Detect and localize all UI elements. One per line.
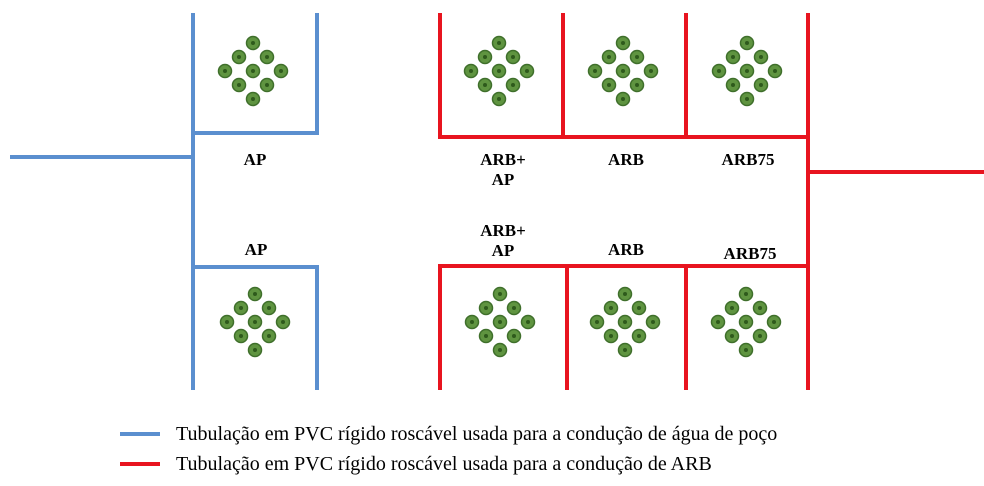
plant-center — [607, 83, 611, 87]
plant-center — [759, 55, 763, 59]
bed-label-bottom-arb75: ARB75 — [724, 244, 777, 264]
plant-center — [511, 83, 515, 87]
plant-center — [731, 55, 735, 59]
plant-center — [731, 83, 735, 87]
plant-center — [253, 292, 257, 296]
plant-center — [593, 69, 597, 73]
plant-center — [635, 83, 639, 87]
plant-center — [623, 320, 627, 324]
plant-center — [265, 83, 269, 87]
plant-center — [637, 334, 641, 338]
legend-text: Tubulação em PVC rígido roscável usada p… — [176, 453, 712, 475]
plant-center — [649, 69, 653, 73]
bed-label-line: ARB+ — [480, 221, 526, 240]
bed-label-top-ap: AP — [244, 150, 267, 170]
plant-center — [621, 69, 625, 73]
plant-center — [512, 334, 516, 338]
plant-center — [225, 320, 229, 324]
plant-center — [744, 320, 748, 324]
plant-center — [651, 320, 655, 324]
plant-center — [223, 69, 227, 73]
plant-center — [745, 97, 749, 101]
plant-center — [497, 97, 501, 101]
plant-center — [637, 306, 641, 310]
plant-center — [717, 69, 721, 73]
plant-center — [621, 97, 625, 101]
bed-label-line: AP — [244, 240, 268, 259]
bed-label-bottom-arb-ap: ARB+ AP — [480, 221, 526, 261]
bed-label-top-arb75: ARB75 — [722, 150, 775, 170]
plant-center — [730, 334, 734, 338]
plant-center — [526, 320, 530, 324]
plant-center — [239, 306, 243, 310]
plant-center — [744, 292, 748, 296]
plant-center — [484, 334, 488, 338]
plant-center — [469, 69, 473, 73]
plant-center — [744, 348, 748, 352]
plant-center — [730, 306, 734, 310]
plant-center — [470, 320, 474, 324]
legend-swatch-blue — [120, 432, 160, 436]
plant-center — [621, 41, 625, 45]
bed-label-line: AP — [243, 150, 267, 169]
plant-center — [716, 320, 720, 324]
plant-center — [758, 306, 762, 310]
plant-center — [251, 97, 255, 101]
plant-center — [623, 292, 627, 296]
legend-swatch-red — [120, 462, 160, 466]
plant-center — [237, 55, 241, 59]
bed-label-line: ARB75 — [721, 150, 775, 169]
plant-center — [281, 320, 285, 324]
plant-center — [267, 334, 271, 338]
plant-center — [745, 69, 749, 73]
plant-center — [484, 306, 488, 310]
plant-center — [251, 41, 255, 45]
bed-label-line: ARB75 — [723, 244, 777, 263]
plant-center — [237, 83, 241, 87]
plant-center — [265, 55, 269, 59]
plant-center — [758, 334, 762, 338]
plant-center — [759, 83, 763, 87]
bed-label-line: AP — [491, 241, 515, 260]
plant-center — [635, 55, 639, 59]
plant-center — [483, 55, 487, 59]
plant-center — [279, 69, 283, 73]
plant-center — [253, 320, 257, 324]
plant-center — [609, 306, 613, 310]
plant-center — [498, 348, 502, 352]
plant-center — [497, 41, 501, 45]
plant-center — [745, 41, 749, 45]
plant-center — [251, 69, 255, 73]
bed-label-line: ARB — [608, 240, 644, 259]
legend-text: Tubulação em PVC rígido roscável usada p… — [176, 423, 778, 445]
plant-center — [512, 306, 516, 310]
plant-center — [607, 55, 611, 59]
bed-label-bottom-ap: AP — [245, 240, 268, 260]
plant-center — [595, 320, 599, 324]
bed-label-top-arb-ap: ARB+ AP — [480, 150, 526, 190]
plant-center — [525, 69, 529, 73]
plant-center — [498, 320, 502, 324]
plant-center — [609, 334, 613, 338]
plant-center — [267, 306, 271, 310]
plant-center — [483, 83, 487, 87]
plant-center — [498, 292, 502, 296]
plant-center — [497, 69, 501, 73]
bed-label-line: ARB — [608, 150, 644, 169]
plant-center — [253, 348, 257, 352]
plant-center — [511, 55, 515, 59]
bed-label-line: AP — [491, 170, 515, 189]
plant-center — [772, 320, 776, 324]
plant-center — [239, 334, 243, 338]
bed-label-line: ARB+ — [480, 150, 526, 169]
plant-center — [773, 69, 777, 73]
plant-center — [623, 348, 627, 352]
bed-label-top-arb: ARB — [608, 150, 644, 170]
bed-label-bottom-arb: ARB — [608, 240, 644, 260]
